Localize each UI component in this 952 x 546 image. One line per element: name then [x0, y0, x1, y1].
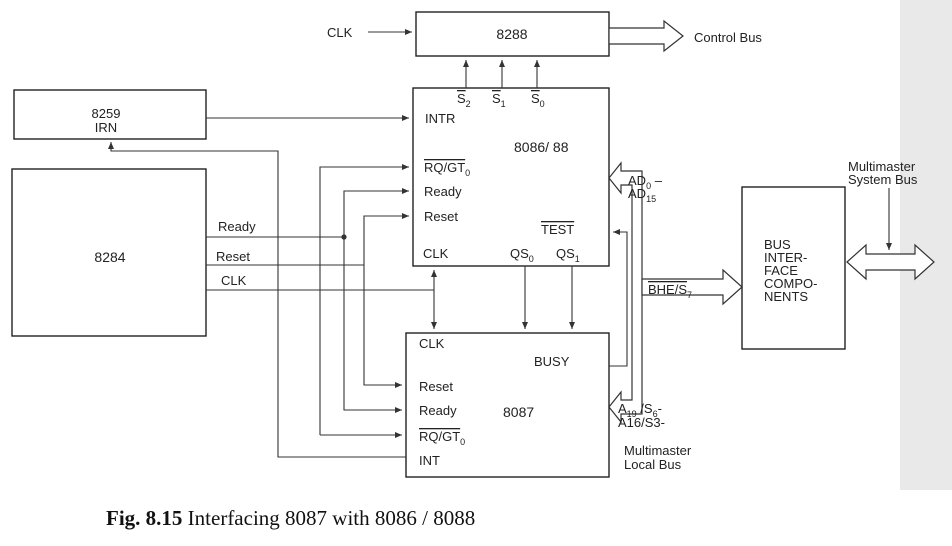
rq-gt-label-8086: RQ/GT0: [424, 160, 470, 178]
multimaster-local-label: Multimaster: [624, 443, 692, 458]
svg-text:FACE: FACE: [764, 263, 798, 278]
svg-text:IRN: IRN: [95, 120, 117, 135]
block-8087: 8087: [405, 332, 610, 478]
svg-text:8284: 8284: [94, 249, 125, 265]
block-8288: 8288: [415, 11, 610, 57]
test-label: TEST: [541, 222, 574, 237]
svg-text:INTER-: INTER-: [764, 250, 807, 265]
block-8086: 8086/ 88: [412, 87, 610, 267]
rq-gt-label-8087: RQ/GT0: [419, 429, 465, 447]
int-wire: [108, 142, 406, 458]
qs0-label: QS0: [510, 246, 534, 264]
multimaster-system-label: Multimaster: [848, 159, 916, 174]
clk-label-8086: CLK: [423, 246, 449, 261]
bhe-arrow: [641, 268, 743, 306]
svg-text:BUS: BUS: [764, 237, 791, 252]
s2-label: S2: [457, 91, 471, 109]
figure-title: Interfacing 8087 with 8086 / 8088: [182, 506, 476, 530]
block-8259: 8259 IRN: [13, 89, 207, 140]
ready-label-8086: Ready: [424, 184, 462, 199]
ready-label-8087: Ready: [419, 403, 457, 418]
intr-label: INTR: [425, 111, 455, 126]
reset-label-8087: Reset: [419, 379, 453, 394]
ad15-label: AD15: [628, 186, 656, 204]
int-label: INT: [419, 453, 440, 468]
multimaster-local-label-2: Local Bus: [624, 457, 682, 472]
clk-label-8087: CLK: [419, 336, 445, 351]
control-bus-label: Control Bus: [694, 30, 762, 45]
ad-bus-arrow: [608, 161, 643, 424]
reset-wire-8086: [363, 213, 409, 265]
figure-caption: Fig. 8.15 Interfacing 8087 with 8086 / 8…: [106, 506, 475, 531]
svg-text:8087: 8087: [503, 404, 534, 420]
s1-label: S1: [492, 91, 506, 109]
ready-label-8284: Ready: [218, 219, 256, 234]
block-bus-interface: BUS INTER- FACE COMPO- NENTS: [741, 186, 846, 350]
bhe-label: BHE/S7: [648, 282, 692, 300]
reset-wire-8087: [363, 265, 402, 388]
s0-label: S0: [531, 91, 545, 109]
scan-shadow: [900, 0, 952, 490]
multimaster-system-label-2: System Bus: [848, 172, 918, 187]
svg-text:8259: 8259: [92, 106, 121, 121]
svg-text:NENTS: NENTS: [764, 289, 808, 304]
busy-label: BUSY: [534, 354, 570, 369]
a16-label: A16/S3-: [618, 415, 665, 430]
busy-test-wire: [609, 229, 628, 367]
svg-text:8288: 8288: [496, 26, 527, 42]
ready-wire-8087: [343, 237, 402, 413]
reset-label-8284: Reset: [216, 249, 250, 264]
clk-input-label: CLK: [327, 25, 353, 40]
svg-text:8086/ 88: 8086/ 88: [514, 139, 569, 155]
rq-gt-wire: [319, 164, 409, 435]
ready-wire-8086: [343, 188, 409, 237]
ad0-label: AD0 –: [628, 173, 663, 191]
control-bus-arrow: [608, 19, 684, 53]
qs1-label: QS1: [556, 246, 580, 264]
a19-label: A19 /S6-: [618, 401, 662, 419]
clk-label-8284: CLK: [221, 273, 247, 288]
svg-text:COMPO-: COMPO-: [764, 276, 817, 291]
figure-number: Fig. 8.15: [106, 506, 183, 530]
reset-label-8086: Reset: [424, 209, 458, 224]
block-8284: 8284: [11, 168, 207, 337]
system-bus-arrow: [846, 243, 935, 281]
